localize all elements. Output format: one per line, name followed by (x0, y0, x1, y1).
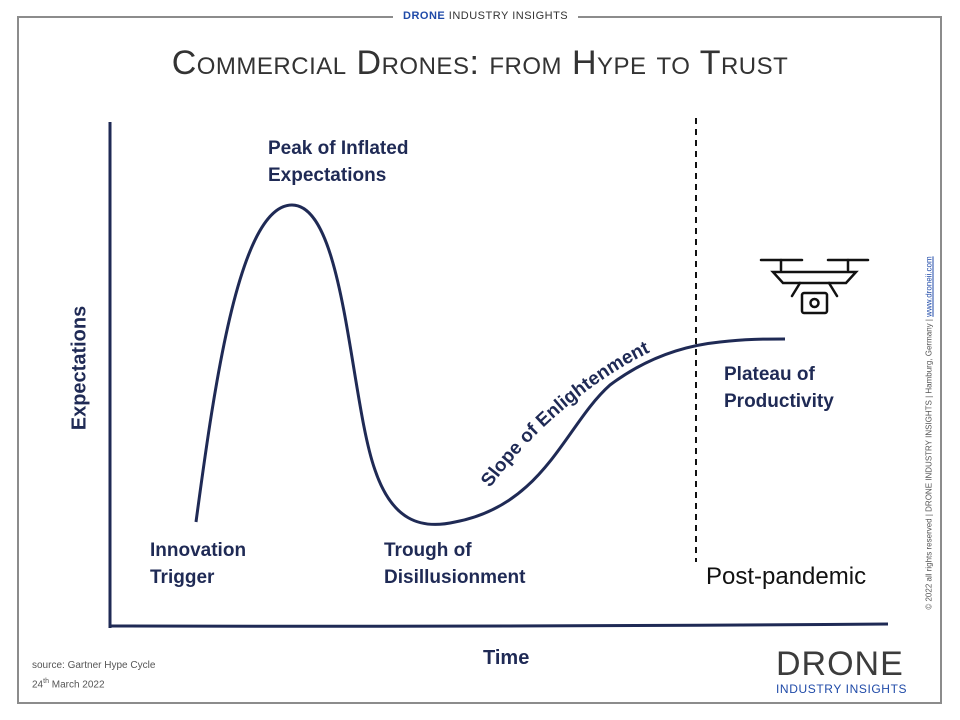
x-axis-label: Time (483, 647, 530, 669)
post-pandemic-label: Post-pandemic (706, 563, 867, 590)
logo-main-text: DRONE (776, 645, 904, 683)
innovation-trigger-label: Innovation Trigger (150, 540, 247, 588)
plateau-label: Plateau of Productivity (724, 364, 834, 412)
logo: DRONE INDUSTRY INSIGHTS (776, 646, 916, 696)
brand-word-insights: INSIGHTS (512, 10, 569, 22)
brand-word-industry: INDUSTRY (448, 10, 509, 22)
copyright-note: © 2022 all rights reserved | DRONE INDUS… (924, 256, 934, 610)
x-axis (109, 622, 889, 628)
peak-label: Peak of Inflated Expectations (268, 138, 409, 186)
brand-word-drone: DRONE (403, 10, 446, 22)
brand-header: DRONE INDUSTRY INSIGHTS (393, 8, 579, 24)
trough-label: Trough of Disillusionment (384, 540, 526, 588)
y-axis-label: Expectations (68, 305, 91, 431)
logo-sub-text: INDUSTRY INSIGHTS (776, 682, 908, 696)
source-date: 24th March 2022 (32, 678, 105, 691)
hype-curve (194, 203, 786, 526)
source-note: source: Gartner Hype Cycle 24th March 20… (32, 658, 155, 693)
y-axis (108, 121, 112, 629)
source-line: source: Gartner Hype Cycle (32, 660, 156, 671)
drone-icon (759, 258, 870, 315)
slope-label: Slope of Enlightenment (477, 337, 653, 491)
website-link[interactable]: www.droneii.com (924, 256, 934, 317)
page-title: Commercial Drones: from Hype to Trust (171, 44, 789, 82)
